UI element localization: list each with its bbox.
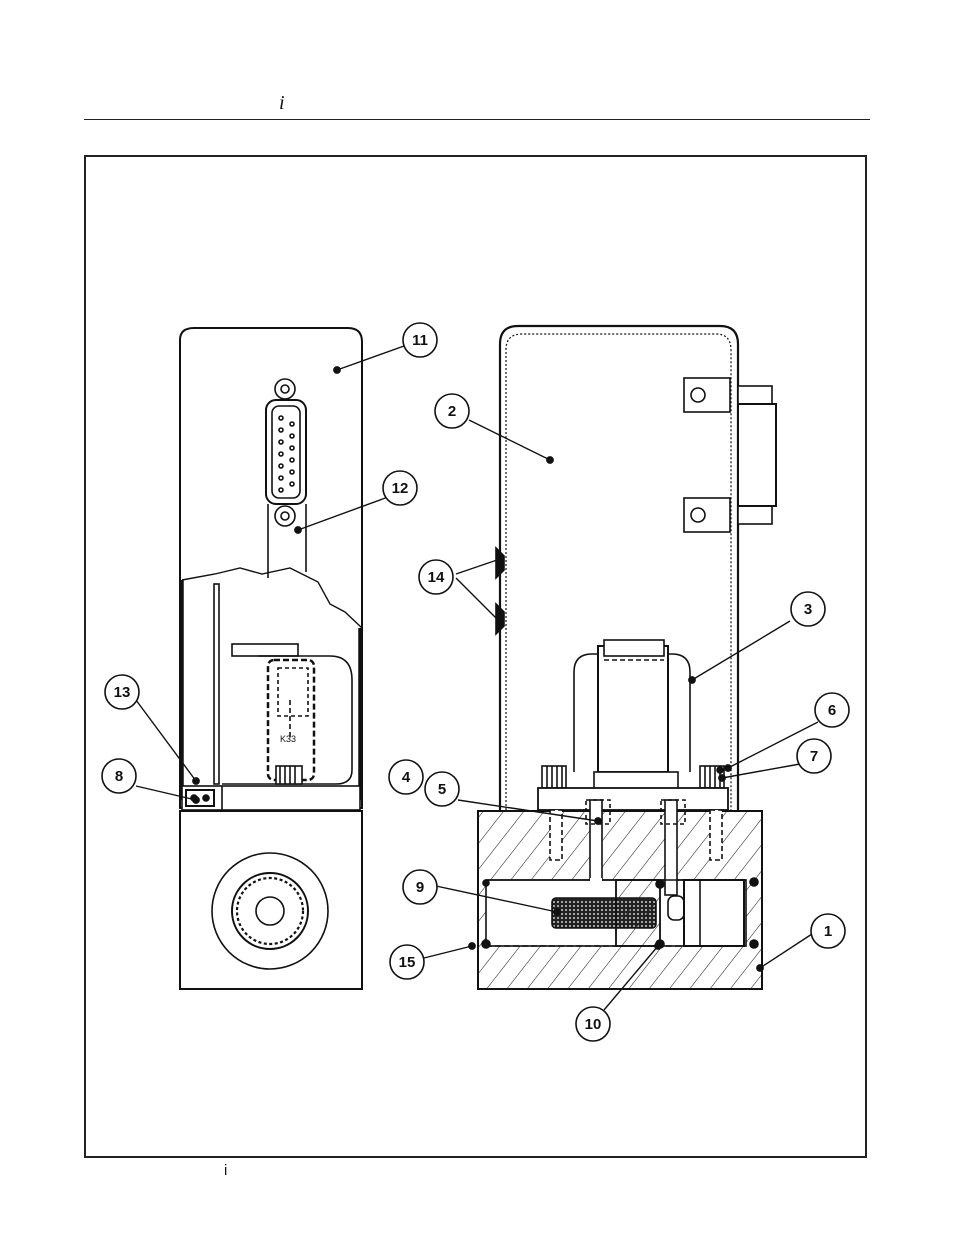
- svg-text:11: 11: [412, 332, 428, 349]
- left-cover: [180, 328, 362, 808]
- svg-text:9: 9: [416, 879, 424, 896]
- o-ring-15: [482, 940, 490, 948]
- mounting-plate: [538, 788, 728, 810]
- svg-text:10: 10: [585, 1016, 602, 1033]
- callout-6: 6: [815, 693, 849, 727]
- svg-text:3: 3: [804, 601, 812, 618]
- callout-10: 10: [576, 1007, 610, 1041]
- svg-text:8: 8: [115, 768, 123, 785]
- left-dsub-connector: [266, 379, 306, 526]
- callout-9: 9: [403, 870, 437, 904]
- svg-text:5: 5: [438, 781, 446, 798]
- callout-14: 14: [419, 560, 453, 594]
- callout-13: 13: [105, 675, 139, 709]
- svg-text:12: 12: [392, 480, 409, 497]
- callout-3: 3: [791, 592, 825, 626]
- svg-text:K33: K33: [280, 734, 296, 744]
- svg-text:6: 6: [828, 702, 836, 719]
- valve-coil: [574, 640, 690, 790]
- svg-text:14: 14: [428, 569, 445, 586]
- callout-5: 5: [425, 772, 459, 806]
- svg-text:2: 2: [448, 403, 456, 420]
- threaded-fitting: [616, 880, 660, 946]
- callout-7: 7: [797, 739, 831, 773]
- right-view: [478, 326, 776, 989]
- svg-text:4: 4: [402, 769, 411, 786]
- svg-text:1: 1: [824, 923, 832, 940]
- callout-15: 15: [390, 945, 424, 979]
- svg-text:13: 13: [114, 684, 131, 701]
- callout-12: 12: [383, 471, 417, 505]
- left-fitting-port: [212, 853, 328, 969]
- callout-11: 11: [403, 323, 437, 357]
- callout-8: 8: [102, 759, 136, 793]
- callout-4: 4: [389, 760, 423, 794]
- left-inner-board: [214, 584, 219, 784]
- svg-text:7: 7: [810, 748, 818, 765]
- callout-2: 2: [435, 394, 469, 428]
- svg-text:15: 15: [399, 954, 416, 971]
- outlet-fitting: [684, 880, 744, 946]
- callout-1: 1: [811, 914, 845, 948]
- left-view: K33: [180, 328, 362, 989]
